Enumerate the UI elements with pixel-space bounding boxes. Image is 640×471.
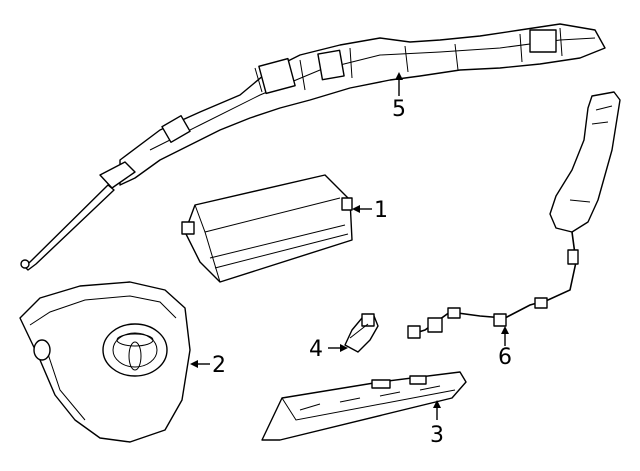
curtain-airbag-part: [20, 23, 606, 271]
side-airbag-part: [407, 91, 621, 339]
callout-5: 5: [392, 72, 406, 122]
knee-airbag-part: [261, 371, 467, 441]
callout-6-label: 6: [498, 345, 512, 370]
callout-1-label: 1: [374, 198, 388, 223]
callout-5-label: 5: [392, 97, 406, 122]
callout-4: 4: [309, 337, 348, 362]
callout-3: 3: [430, 400, 444, 448]
callout-2-label: 2: [212, 353, 226, 378]
callout-6: 6: [498, 326, 512, 370]
callout-4-label: 4: [309, 337, 323, 362]
callout-1: 1: [352, 198, 388, 223]
steering-airbag-part: [19, 281, 191, 443]
control-module-part: [181, 174, 353, 283]
sensor-bracket-part: [344, 313, 379, 353]
callout-3-label: 3: [430, 423, 444, 448]
callout-2: 2: [190, 353, 226, 378]
